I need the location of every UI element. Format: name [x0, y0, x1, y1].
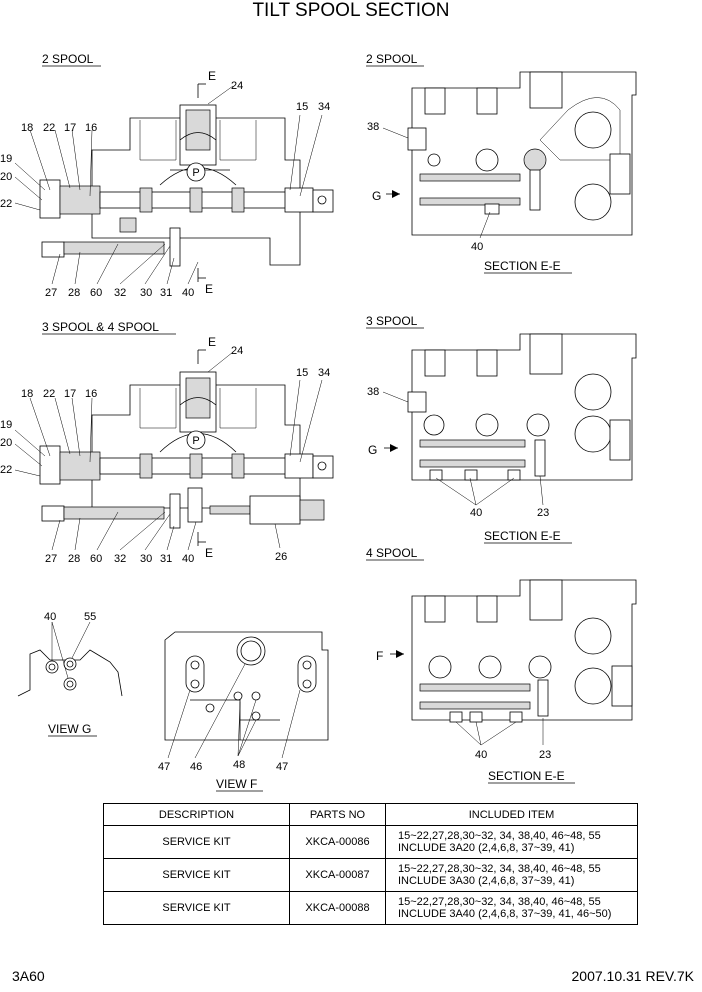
cell-description: SERVICE KIT	[103, 858, 290, 892]
svg-text:38: 38	[367, 121, 379, 133]
view-g: 40 55 VIEW G	[17, 611, 123, 737]
svg-text:G: G	[368, 443, 377, 457]
svg-text:19: 19	[0, 153, 12, 165]
svg-text:40: 40	[182, 553, 194, 565]
svg-text:19: 19	[0, 419, 12, 431]
header-description: DESCRIPTION	[103, 803, 290, 826]
svg-text:E: E	[205, 282, 213, 296]
svg-text:P: P	[192, 167, 199, 179]
svg-text:30: 30	[140, 553, 152, 565]
svg-text:28: 28	[68, 553, 80, 565]
cell-description: SERVICE KIT	[103, 891, 290, 925]
svg-text:P: P	[192, 435, 199, 447]
view-3-spool-section: 3 SPOOL G 38 40 23 SECTION E-E	[366, 314, 637, 544]
cell-parts-no: XKCA-00088	[289, 891, 386, 925]
date-revision: 2007.10.31 REV.7K	[571, 968, 694, 984]
page-title: TILT SPOOL SECTION	[252, 0, 449, 21]
table-row: SERVICE KIT XKCA-00088 15~22,27,28,30~32…	[103, 891, 638, 925]
svg-text:40: 40	[471, 241, 483, 253]
section-label: SECTION E-E	[484, 259, 561, 273]
svg-text:22: 22	[0, 464, 12, 476]
svg-text:20: 20	[0, 437, 12, 449]
svg-text:40: 40	[475, 749, 487, 761]
svg-text:22: 22	[43, 388, 55, 400]
svg-text:23: 23	[539, 749, 551, 761]
cell-parts-no: XKCA-00086	[289, 825, 386, 859]
view-2-spool-section: 2 SPOOL G 38 40 SECTION E-E	[366, 52, 637, 274]
svg-text:27: 27	[45, 553, 57, 565]
svg-text:31: 31	[160, 287, 172, 299]
svg-text:18: 18	[21, 122, 33, 134]
svg-text:47: 47	[276, 761, 288, 773]
cell-description: SERVICE KIT	[103, 825, 290, 859]
svg-text:55: 55	[84, 611, 96, 623]
svg-text:24: 24	[231, 345, 243, 357]
table-row: SERVICE KIT XKCA-00087 15~22,27,28,30~32…	[103, 858, 638, 892]
svg-text:46: 46	[190, 761, 202, 773]
svg-text:40: 40	[44, 611, 56, 623]
section-label: SECTION E-E	[484, 529, 561, 543]
svg-text:15: 15	[296, 367, 308, 379]
view-4-spool-section: 4 SPOOL F 40 23 SECTION E-E	[366, 546, 637, 784]
view-label: VIEW G	[48, 722, 91, 736]
svg-text:E: E	[208, 69, 216, 83]
svg-text:32: 32	[114, 553, 126, 565]
view-2-spool-left: 2 SPOOL P E E 24 15 34 18 22 17 16	[0, 52, 334, 299]
svg-text:28: 28	[68, 287, 80, 299]
cell-included: 15~22,27,28,30~32, 34, 38,40, 46~48, 55 …	[385, 891, 638, 925]
svg-text:30: 30	[140, 287, 152, 299]
svg-text:34: 34	[318, 101, 330, 113]
svg-text:31: 31	[160, 553, 172, 565]
svg-text:27: 27	[45, 287, 57, 299]
svg-text:23: 23	[537, 507, 549, 519]
svg-text:E: E	[205, 546, 213, 560]
svg-text:60: 60	[90, 553, 102, 565]
svg-text:17: 17	[64, 122, 76, 134]
svg-text:15: 15	[296, 101, 308, 113]
view-label: 4 SPOOL	[366, 546, 418, 560]
svg-text:16: 16	[85, 122, 97, 134]
svg-text:22: 22	[0, 198, 12, 210]
svg-text:40: 40	[470, 507, 482, 519]
view-label: 2 SPOOL	[366, 52, 418, 66]
svg-text:32: 32	[114, 287, 126, 299]
view-label: 2 SPOOL	[42, 52, 94, 66]
table-row: SERVICE KIT XKCA-00086 15~22,27,28,30~32…	[103, 825, 638, 859]
svg-text:40: 40	[182, 287, 194, 299]
section-label: SECTION E-E	[488, 769, 565, 783]
page-code: 3A60	[12, 968, 45, 984]
cell-included: 15~22,27,28,30~32, 34, 38,40, 46~48, 55 …	[385, 858, 638, 892]
view-label: VIEW F	[216, 777, 257, 791]
view-f: 47 46 48 47 VIEW F	[158, 631, 329, 792]
svg-text:E: E	[208, 335, 216, 349]
view-3-4-spool-left: 3 SPOOL & 4 SPOOL P E E 24 15 34 18 22 1…	[0, 320, 334, 565]
view-label: 3 SPOOL	[366, 314, 418, 328]
svg-text:34: 34	[318, 367, 330, 379]
svg-text:18: 18	[21, 388, 33, 400]
svg-text:38: 38	[367, 386, 379, 398]
view-label: 3 SPOOL & 4 SPOOL	[42, 320, 159, 334]
svg-text:22: 22	[43, 122, 55, 134]
svg-text:G: G	[372, 189, 381, 203]
svg-text:20: 20	[0, 171, 12, 183]
svg-text:24: 24	[231, 80, 243, 92]
svg-text:16: 16	[85, 388, 97, 400]
service-kit-table: DESCRIPTION PARTS NO INCLUDED ITEM SERVI…	[103, 803, 638, 925]
svg-text:26: 26	[275, 551, 287, 563]
svg-text:47: 47	[158, 761, 170, 773]
header-included-item: INCLUDED ITEM	[385, 803, 638, 826]
cell-included: 15~22,27,28,30~32, 34, 38,40, 46~48, 55 …	[385, 825, 638, 859]
table-header-row: DESCRIPTION PARTS NO INCLUDED ITEM	[103, 803, 638, 826]
svg-text:17: 17	[64, 388, 76, 400]
svg-text:F: F	[376, 649, 383, 663]
cell-parts-no: XKCA-00087	[289, 858, 386, 892]
header-parts-no: PARTS NO	[289, 803, 386, 826]
svg-text:48: 48	[233, 759, 245, 771]
svg-text:60: 60	[90, 287, 102, 299]
